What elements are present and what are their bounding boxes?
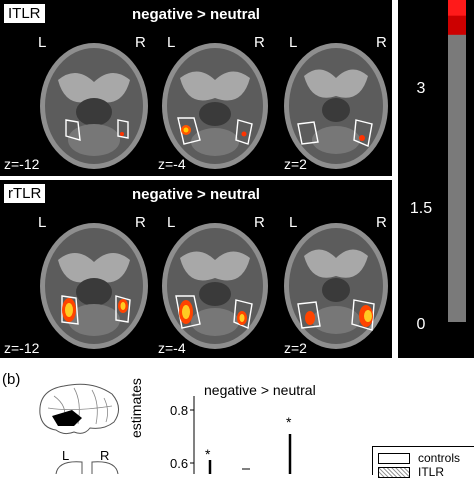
brain-slice bbox=[40, 43, 148, 169]
colorbar-tick: 3 bbox=[416, 80, 426, 97]
z-label: z=-12 bbox=[4, 340, 40, 356]
legend-label: controls bbox=[418, 451, 461, 465]
brain-slice bbox=[162, 223, 268, 349]
right-label: R bbox=[376, 34, 387, 51]
right-label: R bbox=[254, 34, 265, 51]
y-tick-label: 0.8 bbox=[170, 403, 189, 418]
z-label: z=-12 bbox=[4, 156, 40, 172]
significance-star: * bbox=[286, 414, 292, 430]
brain-right-label: R bbox=[100, 448, 110, 463]
legend-item-controls: controls bbox=[378, 451, 460, 465]
left-label: L bbox=[289, 214, 298, 231]
bar-plot-area bbox=[190, 396, 292, 474]
panel-itlr: ITLR negative > neutral L R L R L R bbox=[0, 0, 392, 176]
left-label: L bbox=[38, 214, 47, 231]
z-label: z=2 bbox=[284, 156, 307, 172]
legend-swatch bbox=[378, 467, 410, 479]
panel-title: negative > neutral bbox=[132, 186, 260, 203]
part-b-title: negative > neutral bbox=[204, 382, 316, 398]
y-tick-label: 0.6 bbox=[170, 456, 189, 471]
brain-slice bbox=[284, 223, 388, 349]
part-b-label: (b) bbox=[2, 371, 21, 388]
colorbar-tick: 1.5 bbox=[409, 200, 433, 217]
significance-star: * bbox=[205, 446, 211, 462]
colorbar-low-segment bbox=[448, 0, 466, 322]
panel-title: negative > neutral bbox=[132, 6, 260, 23]
z-label: z=2 bbox=[284, 340, 307, 356]
y-axis-label: estimates bbox=[128, 378, 144, 438]
right-label: R bbox=[254, 214, 265, 231]
legend-label: ITLR bbox=[418, 465, 445, 479]
brain-left-label: L bbox=[62, 448, 70, 463]
panel-rtlr: rTLR negative > neutral L R L R L R bbox=[0, 180, 392, 358]
brain-slice bbox=[40, 223, 148, 349]
legend-item-itlr: ITLR bbox=[378, 465, 444, 479]
legend-box bbox=[372, 446, 474, 475]
right-label: R bbox=[135, 214, 146, 231]
left-label: L bbox=[289, 34, 298, 51]
right-label: R bbox=[135, 34, 146, 51]
brain-slice bbox=[284, 43, 388, 169]
left-label: L bbox=[38, 34, 47, 51]
z-label: z=-4 bbox=[158, 156, 186, 172]
colorbar-peak-segment bbox=[448, 0, 466, 16]
left-label: L bbox=[167, 34, 176, 51]
legend-swatch bbox=[378, 453, 410, 465]
brain-slice bbox=[162, 43, 268, 169]
panel-tag: rTLR bbox=[4, 184, 46, 203]
brain-lateral-icon bbox=[39, 383, 119, 435]
colorbar-tick: 0 bbox=[416, 316, 426, 333]
right-label: R bbox=[376, 214, 387, 231]
left-label: L bbox=[167, 214, 176, 231]
z-label: z=-4 bbox=[158, 340, 186, 356]
colorbar bbox=[448, 0, 466, 322]
panel-tag: ITLR bbox=[4, 4, 45, 23]
brain-axial-icon bbox=[55, 461, 119, 474]
